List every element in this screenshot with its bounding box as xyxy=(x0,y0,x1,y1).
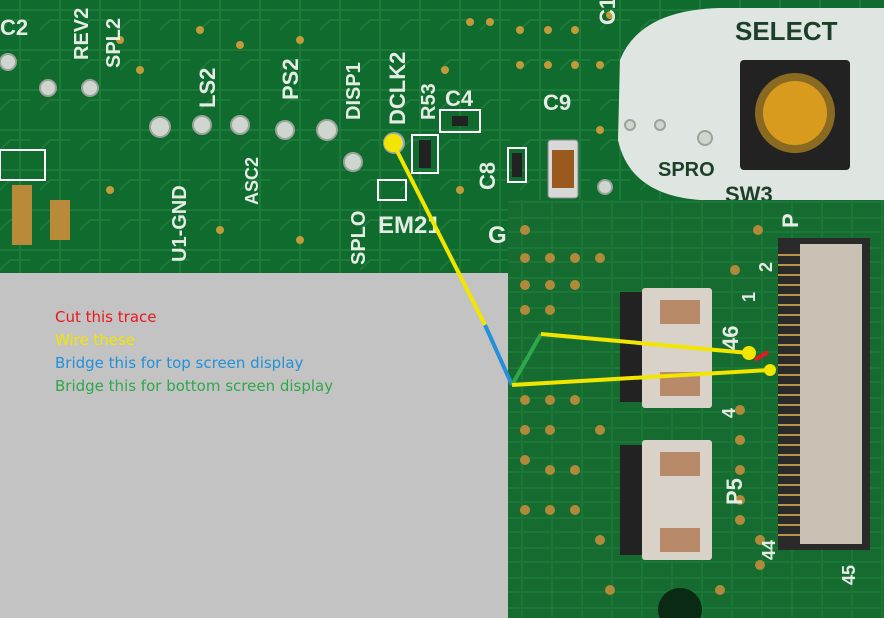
legend-bridge-bottom: Bridge this for bottom screen display xyxy=(55,377,334,395)
legend-wire: Wire these xyxy=(55,331,136,349)
label-disp1: DISP1 xyxy=(343,62,365,120)
label-splo: SPLO xyxy=(348,211,370,265)
label-pin-45: 45 xyxy=(839,565,859,585)
label-pin-4: 4 xyxy=(719,408,739,418)
label-pin-2: 2 xyxy=(756,262,776,272)
label-c8: C8 xyxy=(475,162,500,190)
bridge-bottom-green xyxy=(510,333,543,386)
legend: Cut this trace Wire these Bridge this fo… xyxy=(55,306,333,398)
connector-board-inset: 2 1 46 4 P5 44 45 P xyxy=(508,200,884,618)
solder-point-connector-bottom xyxy=(764,364,776,376)
legend-bridge-top: Bridge this for top screen display xyxy=(55,354,304,372)
fpc-pins xyxy=(778,254,800,536)
wire-yellow-top-pad xyxy=(540,332,750,355)
label-pin-1: 1 xyxy=(739,292,759,302)
wire-yellow-bottom-pad xyxy=(511,368,771,387)
label-asc2: ASC2 xyxy=(242,157,262,205)
label-u1-gnd: U1-GND xyxy=(169,185,191,262)
label-c2: C2 xyxy=(0,15,28,40)
solder-point-dclk2 xyxy=(384,134,402,152)
label-p5: P5 xyxy=(722,478,747,505)
solder-point-connector-top xyxy=(742,346,756,360)
modification-overlay xyxy=(384,134,776,387)
fpc-connector-body xyxy=(800,244,862,544)
mounting-hole xyxy=(658,588,702,618)
legend-cut-trace: Cut this trace xyxy=(55,308,157,326)
smd-components xyxy=(0,109,579,245)
label-r53: R53 xyxy=(418,83,440,120)
label-dclk2: DCLK2 xyxy=(385,52,410,125)
bridge-top-blue xyxy=(483,324,514,386)
label-p: P xyxy=(778,213,803,228)
label-pin-46: 46 xyxy=(718,326,743,350)
label-c4: C4 xyxy=(445,86,474,111)
label-select: SELECT xyxy=(735,16,838,46)
label-c9: C9 xyxy=(543,90,571,115)
label-ls2: LS2 xyxy=(195,68,220,108)
inset-vias xyxy=(520,225,765,595)
label-spl2: SPL2 xyxy=(103,18,125,68)
vias xyxy=(106,11,614,244)
small-connector-bottom xyxy=(620,440,712,560)
select-button xyxy=(763,81,827,145)
label-spro: SPRO xyxy=(658,159,715,181)
label-pin-44: 44 xyxy=(759,540,779,560)
cut-trace-red xyxy=(753,350,770,362)
label-rev2: REV2 xyxy=(71,8,93,60)
label-g: G xyxy=(488,222,507,249)
top-board-photo: C2 REV2 SPL2 LS2 PS2 DISP1 DCLK2 R53 C4 … xyxy=(0,0,884,273)
label-c1: C1 xyxy=(595,0,620,25)
label-ps2: PS2 xyxy=(278,58,303,100)
wire-yellow-long xyxy=(391,142,487,326)
